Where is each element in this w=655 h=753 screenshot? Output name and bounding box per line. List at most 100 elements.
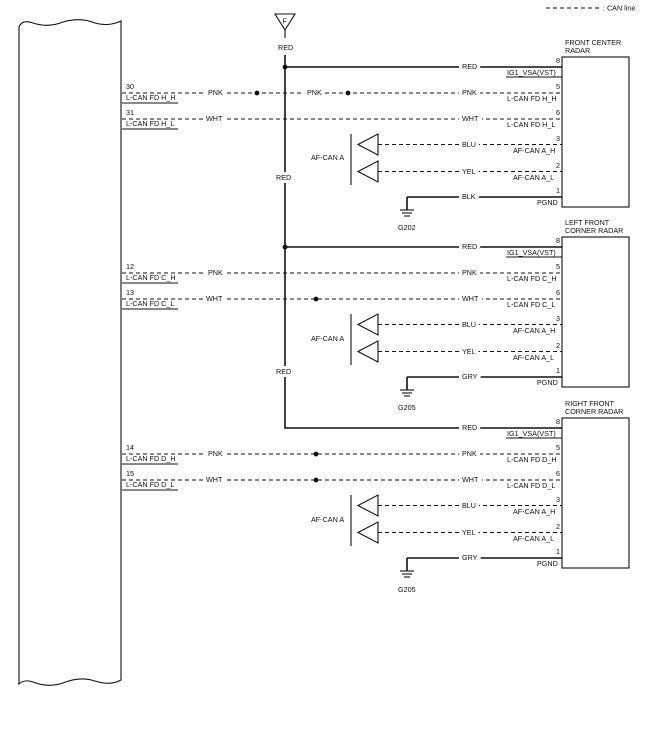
label-backing [459,267,480,278]
fuse-symbol: F RED [274,13,297,53]
wire-color: PNK [208,268,223,277]
label-backing [459,527,479,538]
connector-arrow-icon [356,313,379,336]
wire-color: BLU [462,320,476,329]
pin-name: AF-CAN A_L [513,534,554,543]
wire-color: PNK [462,88,477,97]
module-title: LEFT FRONT [565,218,610,227]
label-backing [273,366,295,377]
pin-number: 2 [556,341,560,350]
label-backing [203,474,226,485]
connector-arrow-icon [356,340,379,363]
af-can-label: AF-CAN A [311,515,344,524]
ecu-pin-name: L-CAN FD C_H [126,273,176,282]
legend-label: : CAN line [603,4,635,13]
wire-color: BLK [462,192,476,201]
pin-number: 3 [556,314,560,323]
pin-name: AF-CAN A_H [513,146,555,155]
wire-color: BLU [462,140,476,149]
module-title: CORNER RADAR [565,226,623,235]
splice-dot [313,477,319,483]
splice-dot [254,90,260,96]
label-backing [459,474,482,485]
wire-color: BLU [462,501,476,510]
label-backing [275,42,297,53]
ecu-pin-number: 12 [126,262,134,271]
pin-name: IG1_VSA(VST) [507,429,556,438]
module-box [561,56,630,208]
wire-color: YEL [462,167,476,176]
connector-arrow-icon [356,494,379,517]
label-backing [205,87,226,98]
wire-color: RED [462,242,477,251]
pin-number: 5 [556,262,560,271]
label-backing [459,61,481,72]
wire-color: WHT [462,294,479,303]
module-title: CORNER RADAR [565,407,623,416]
label-backing [205,267,226,278]
ecu-pin-name: L-CAN FD H_H [126,93,176,102]
wire-color: WHT [206,475,223,484]
label-backing [459,87,480,98]
ground-label: G205 [398,585,416,594]
label-backing [459,448,480,459]
pin-number: 6 [556,288,560,297]
pin-number: 1 [556,186,560,195]
fuse-wire-color: RED [278,43,293,52]
right-front-corner-radar: RIGHT FRONT CORNER RADAR RED 8 IG1_VSA(V… [122,399,630,594]
pin-number: 1 [556,366,560,375]
connector-arrow-icon [356,133,379,156]
ecu-pin-name: L-CAN FD D_L [126,480,174,489]
pin-name: PGND [537,378,558,387]
pin-number: 2 [556,161,560,170]
pin-name: L-CAN FD H_L [507,120,555,129]
pin-name: IG1_VSA(VST) [507,68,556,77]
ecu-pins: 30 L-CAN FD H_H 31 L-CAN FD H_L 12 L-CAN… [122,82,178,491]
left-front-corner-radar: LEFT FRONT CORNER RADAR RED 8 IG1_VSA(VS… [122,218,630,412]
pin-name: AF-CAN A_H [513,326,555,335]
pin-name: L-CAN FD D_H [507,455,557,464]
pin-number: 8 [556,236,560,245]
pin-name: L-CAN FD D_L [507,481,555,490]
pin-number: 3 [556,134,560,143]
module-title: RIGHT FRONT [565,399,615,408]
ecu-body [18,19,122,686]
pin-name: PGND [537,198,558,207]
label-backing [273,172,295,183]
wire-color: RED [462,423,477,432]
pin-number: 2 [556,522,560,531]
module-title: RADAR [565,46,590,55]
front-center-radar: FRONT CENTER RADAR RED 8 IG1_VSA(VST) PN… [122,38,630,232]
pin-number: 6 [556,108,560,117]
label-backing [459,293,482,304]
ground-label: G202 [398,223,416,232]
ecu-pin-name: L-CAN FD D_H [126,454,176,463]
pin-number: 6 [556,469,560,478]
ecu-pin-name: L-CAN FD C_L [126,299,174,308]
connector-arrow-icon [356,521,379,544]
ecu-pin-number: 13 [126,288,134,297]
ecu-pin-name: L-CAN FD H_L [126,119,174,128]
connector-arrow-icon [356,160,379,183]
pin-name: AF-CAN A_H [513,507,555,516]
label-backing [459,371,481,382]
pin-name: AF-CAN A_L [513,173,554,182]
label-backing [203,293,226,304]
riser-label: RED [276,173,291,182]
wire-color: PNK [462,268,477,277]
module-title: FRONT CENTER [565,38,621,47]
label-backing [459,166,479,177]
pin-name: L-CAN FD H_H [507,94,557,103]
wire-color: WHT [206,294,223,303]
legend: : CAN line [546,4,635,13]
wire-color: PNK [462,449,477,458]
pin-number: 3 [556,495,560,504]
power-riser: RED RED [273,55,295,428]
ground-icon [400,209,414,217]
pin-number: 5 [556,82,560,91]
label-backing [203,113,226,124]
label-backing [459,552,481,563]
wire-color: PNK [208,449,223,458]
pin-name: AF-CAN A_L [513,353,554,362]
ecu-pin-number: 30 [126,82,134,91]
